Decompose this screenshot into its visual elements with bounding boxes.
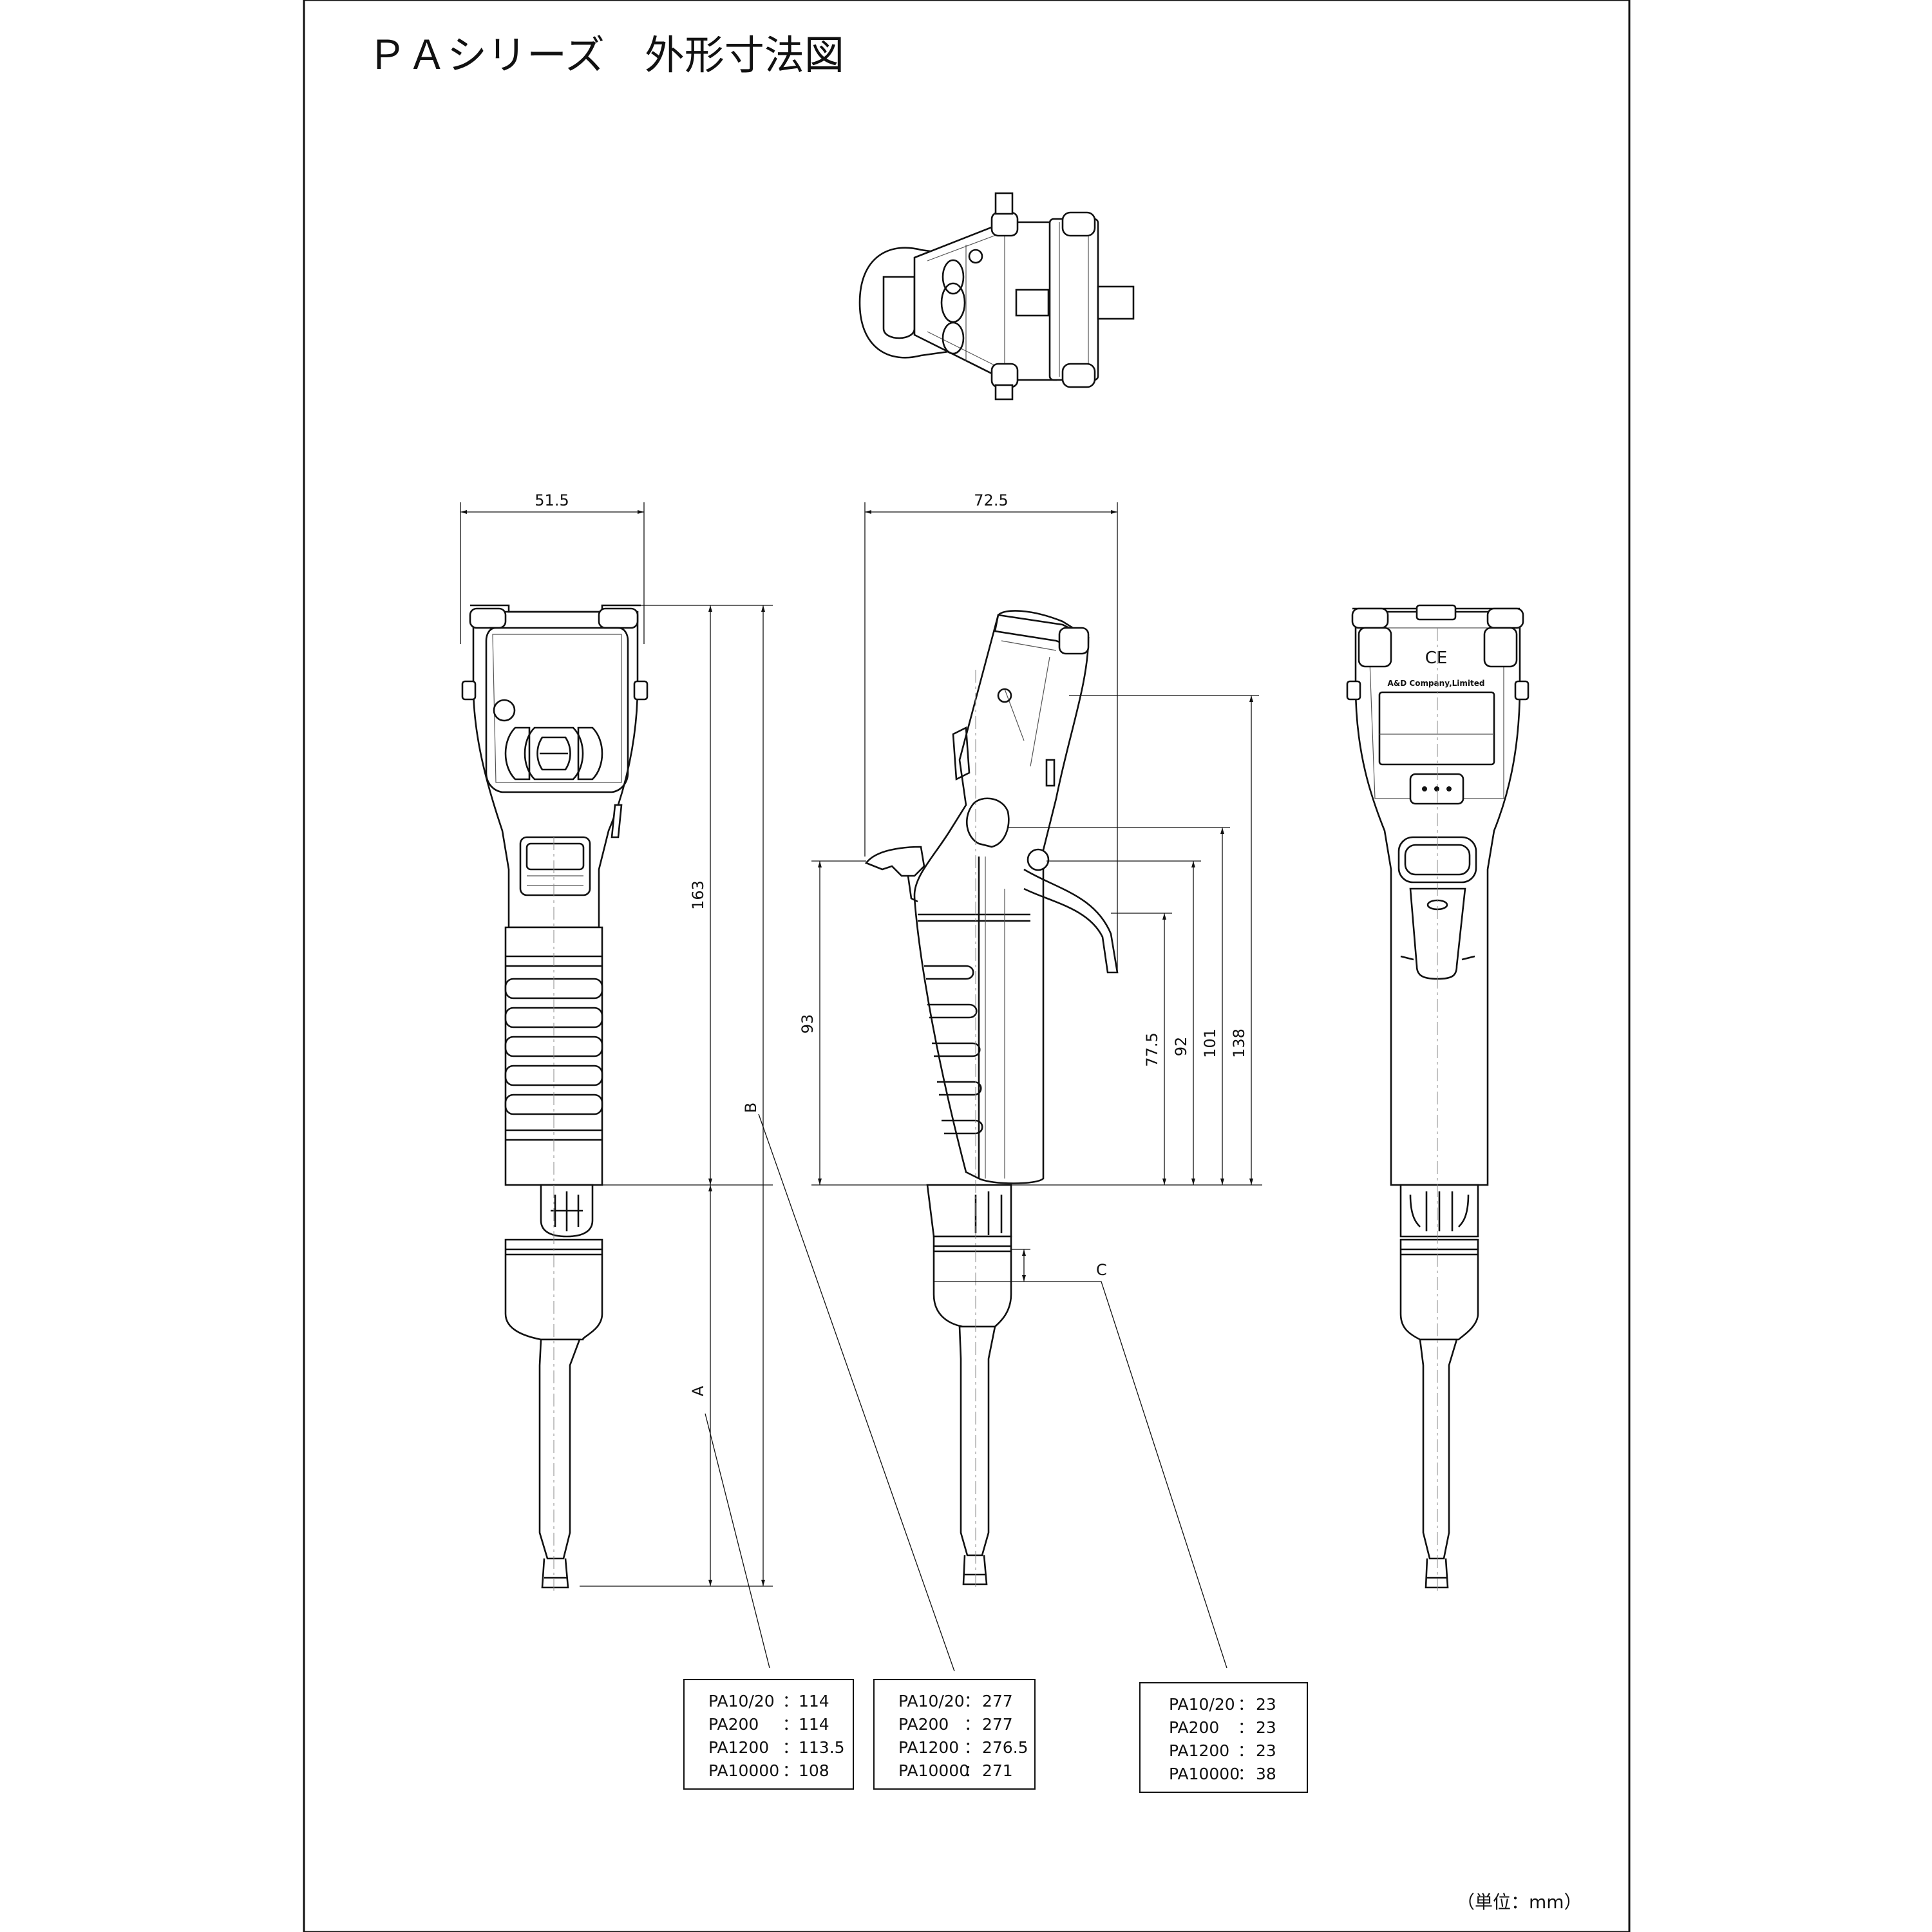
dim-92: 92 <box>1172 1037 1190 1057</box>
ce-mark: CE <box>1425 649 1448 668</box>
table-c-sep-1: ： <box>1238 1695 1254 1714</box>
table-a-sep-2: ： <box>782 1715 799 1734</box>
table-a-sep-3: ： <box>782 1738 799 1757</box>
table-b-model-1: PA10/20 <box>898 1692 965 1710</box>
back-view: CE A&D Company,Limited <box>1346 604 1530 1591</box>
table-a-value-1: 114 <box>799 1692 829 1710</box>
dim-77-5: 77.5 <box>1143 1032 1161 1066</box>
table-b-value-2: 277 <box>982 1715 1013 1734</box>
table-b-value-1: 277 <box>982 1692 1013 1710</box>
side-view <box>864 610 1119 1591</box>
unit-note: （単位：mm） <box>1457 1891 1582 1913</box>
front-width-dim: 51.5 <box>535 491 569 509</box>
table-b-model-3: PA1200 <box>898 1738 959 1757</box>
table-a-model-1: PA10/20 <box>708 1692 775 1710</box>
table-c-model-3: PA1200 <box>1169 1741 1229 1760</box>
table-c-value-4: 38 <box>1256 1765 1276 1783</box>
callout-b-label: B <box>742 1103 760 1113</box>
table-a-model-4: PA10000 <box>708 1761 779 1780</box>
table-c-model-1: PA10/20 <box>1169 1695 1235 1714</box>
callout-a-label: A <box>689 1385 707 1396</box>
table-a-sep-1: ： <box>782 1692 799 1710</box>
table-b-model-2: PA200 <box>898 1715 949 1734</box>
table-b-value-3: 276.5 <box>982 1738 1028 1757</box>
table-a-model-3: PA1200 <box>708 1738 769 1757</box>
front-height-dim: 163 <box>689 880 707 910</box>
table-c-model-4: PA10000 <box>1169 1765 1240 1783</box>
table-b-model-4: PA10000 <box>898 1761 969 1780</box>
table-c-value-3: 23 <box>1256 1741 1276 1760</box>
table-b: PA10/20 ： 277 PA200 ： 277 PA1200 ： 276.5… <box>873 1679 1036 1790</box>
table-c-sep-3: ： <box>1238 1741 1254 1760</box>
table-a-sep-4: ： <box>782 1761 799 1780</box>
grip-height-dim: 93 <box>799 1014 817 1034</box>
dim-101: 101 <box>1201 1028 1219 1058</box>
table-a-model-2: PA200 <box>708 1715 759 1734</box>
table-c-sep-4: ： <box>1238 1765 1254 1783</box>
dim-138: 138 <box>1230 1028 1248 1058</box>
table-a-value-4: 108 <box>799 1761 829 1780</box>
dimension-lines: 51.5 163 A B 72.5 93 77.5 92 <box>460 491 1262 1672</box>
table-a-value-2: 114 <box>799 1715 829 1734</box>
table-b-value-4: 271 <box>982 1761 1013 1780</box>
table-b-sep-3: ： <box>964 1738 980 1757</box>
page-title: ＰＡシリーズ 外形寸法図 <box>367 32 844 79</box>
table-c: PA10/20 ： 23 PA200 ： 23 PA1200 ： 23 PA10… <box>1139 1682 1308 1793</box>
table-c-model-2: PA200 <box>1169 1718 1219 1737</box>
table-c-value-2: 23 <box>1256 1718 1276 1737</box>
table-a: PA10/20 ： 114 PA200 ： 114 PA1200 ： 113.5… <box>683 1679 854 1790</box>
brand-label: A&D Company,Limited <box>1388 679 1485 688</box>
callout-c-label: C <box>1096 1261 1107 1279</box>
table-b-sep-2: ： <box>964 1715 980 1734</box>
top-view <box>858 192 1135 401</box>
table-b-sep-1: ： <box>964 1692 980 1710</box>
sheet-border <box>303 0 1631 1932</box>
side-width-dim: 72.5 <box>974 491 1008 509</box>
table-a-value-3: 113.5 <box>799 1738 845 1757</box>
table-c-value-1: 23 <box>1256 1695 1276 1714</box>
table-c-sep-2: ： <box>1238 1718 1254 1737</box>
table-b-sep-4: ： <box>964 1761 980 1780</box>
front-view <box>461 604 649 1591</box>
